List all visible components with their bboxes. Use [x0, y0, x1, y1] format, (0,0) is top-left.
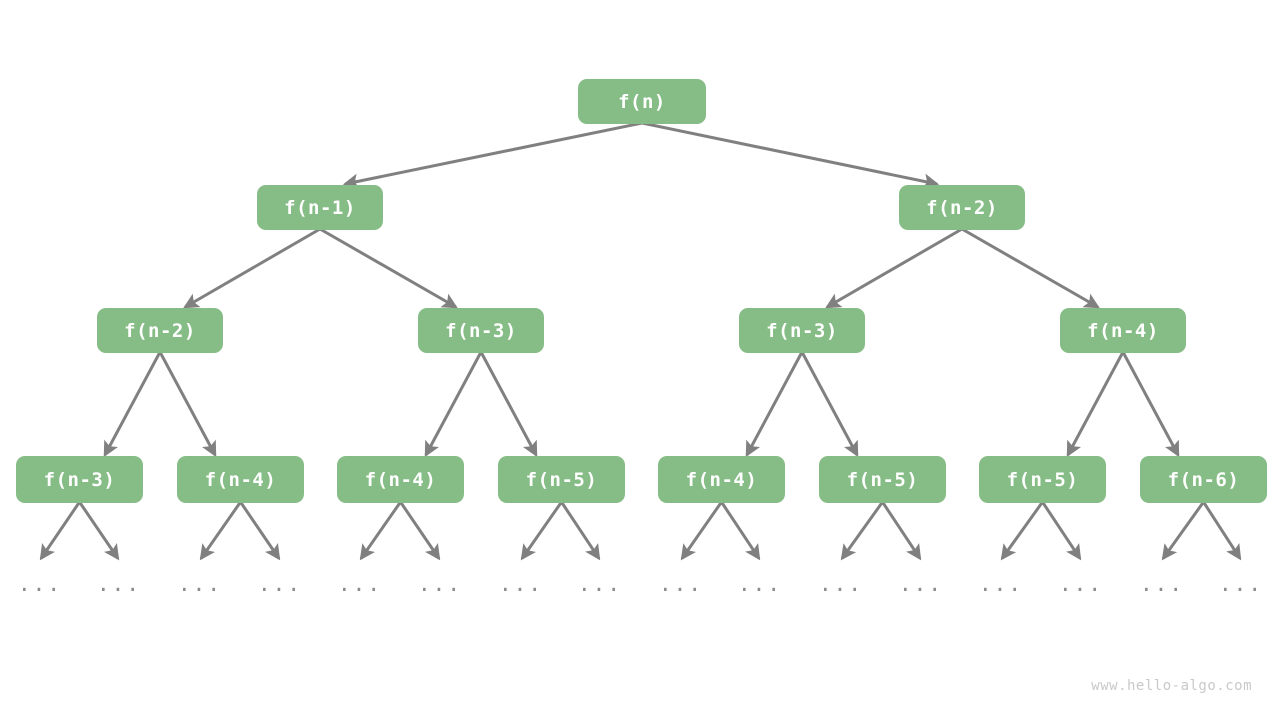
node-label: f(n-5) [1007, 469, 1079, 491]
ellipsis-edge [840, 501, 884, 561]
node-box [899, 185, 1025, 230]
ellipsis-marker: ... [18, 572, 62, 596]
node-box [257, 185, 383, 230]
ellipsis-edge [520, 501, 563, 561]
tree-node: f(n-5) [498, 456, 625, 503]
ellipsis-marker: ... [899, 572, 943, 596]
ellipsis-marker: ... [178, 572, 222, 596]
node-label: f(n-4) [1087, 320, 1159, 342]
tree-edge [641, 121, 940, 189]
ellipsis-marker: ... [1059, 572, 1103, 596]
node-box [979, 456, 1106, 503]
ellipsis-edge [1161, 501, 1205, 561]
tree-node: f(n-3) [739, 308, 865, 353]
watermark: www.hello-algo.com [1091, 678, 1252, 694]
tree-node: f(n-4) [658, 456, 785, 503]
tree-node: f(n-3) [418, 308, 544, 353]
ellipsis-marker: ... [338, 572, 382, 596]
tree-edge [103, 351, 162, 458]
tree-node: f(n-5) [819, 456, 946, 503]
ellipsis-edge [680, 501, 723, 561]
node-box [177, 456, 304, 503]
ellipsis-edge [720, 501, 761, 561]
ellipsis-arrows-layer [39, 501, 1242, 561]
tree-node: f(n-5) [979, 456, 1106, 503]
node-label: f(n-1) [284, 197, 356, 219]
ellipsis-marker: ... [97, 572, 141, 596]
ellipsis-layer: ........................................… [18, 572, 1263, 596]
tree-edge [158, 351, 217, 458]
nodes-layer: f(n) f(n-1) f(n-2) f(n-2) f(n-3) f(n-3) f(n-4)… [16, 79, 1267, 503]
node-box [1140, 456, 1267, 503]
tree-edge [1121, 351, 1180, 458]
tree-node: f(n-4) [177, 456, 304, 503]
node-label: f(n-6) [1168, 469, 1240, 491]
node-box [578, 79, 706, 124]
ellipsis-edge [199, 501, 242, 561]
ellipsis-edge [1202, 501, 1242, 561]
ellipsis-marker: ... [979, 572, 1023, 596]
node-label: f(n-3) [766, 320, 838, 342]
ellipsis-edge [1000, 501, 1044, 561]
node-box [337, 456, 464, 503]
tree-edge [342, 121, 643, 189]
tree-node: f(n-4) [1060, 308, 1186, 353]
ellipsis-marker: ... [499, 572, 543, 596]
ellipsis-edge [399, 501, 441, 561]
node-box [97, 308, 223, 353]
node-label: f(n-2) [926, 197, 998, 219]
ellipsis-marker: ... [738, 572, 782, 596]
ellipsis-edge [39, 501, 81, 561]
node-box [16, 456, 143, 503]
ellipsis-edge [1041, 501, 1082, 561]
node-box [418, 308, 544, 353]
ellipsis-edge [78, 501, 120, 561]
tree-edge [479, 351, 538, 458]
node-label: f(n-4) [686, 469, 758, 491]
tree-edge [183, 227, 321, 309]
tree-edge [1066, 351, 1125, 458]
tree-edge [424, 351, 483, 458]
node-label: f(n-5) [847, 469, 919, 491]
tree-node: f(n-1) [257, 185, 383, 230]
tree-node: f(n) [578, 79, 706, 124]
tree-edge [800, 351, 859, 458]
node-label: f(n) [618, 91, 666, 113]
tree-edge [961, 227, 1100, 309]
tree-node: f(n-3) [16, 456, 143, 503]
ellipsis-edge [359, 501, 402, 561]
node-label: f(n-5) [526, 469, 598, 491]
tree-node: f(n-6) [1140, 456, 1267, 503]
node-box [739, 308, 865, 353]
tree-node: f(n-2) [899, 185, 1025, 230]
node-label: f(n-3) [445, 320, 517, 342]
ellipsis-marker: ... [578, 572, 622, 596]
node-label: f(n-3) [44, 469, 116, 491]
ellipsis-marker: ... [819, 572, 863, 596]
node-box [498, 456, 625, 503]
tree-edge [319, 227, 458, 309]
node-box [658, 456, 785, 503]
ellipsis-edge [239, 501, 281, 561]
ellipsis-marker: ... [1140, 572, 1184, 596]
ellipsis-edge [560, 501, 601, 561]
ellipsis-marker: ... [258, 572, 302, 596]
ellipsis-marker: ... [418, 572, 462, 596]
ellipsis-marker: ... [659, 572, 703, 596]
tree-node: f(n-2) [97, 308, 223, 353]
tree-edge [825, 227, 963, 309]
tree-node: f(n-4) [337, 456, 464, 503]
node-label: f(n-4) [205, 469, 277, 491]
node-label: f(n-2) [124, 320, 196, 342]
node-box [819, 456, 946, 503]
node-box [1060, 308, 1186, 353]
node-label: f(n-4) [365, 469, 437, 491]
tree-edge [745, 351, 804, 458]
ellipsis-edge [881, 501, 922, 561]
ellipsis-marker: ... [1219, 572, 1263, 596]
edges-layer [103, 121, 1180, 458]
